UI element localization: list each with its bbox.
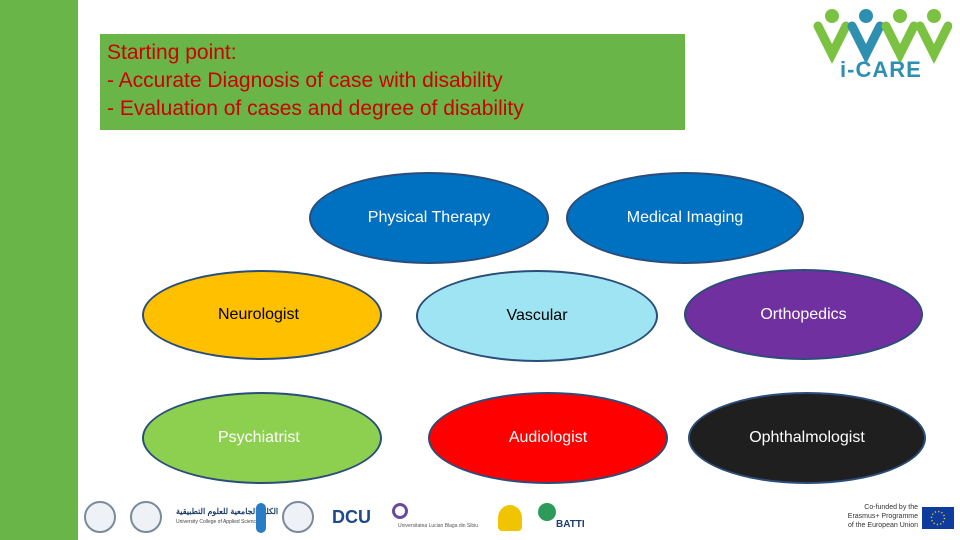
partner-university-name: Universitatea Lucian Blaga din Sibiu	[398, 523, 479, 529]
node-psychiatrist-label: Psychiatrist	[218, 429, 300, 446]
eu-flag-icon	[922, 507, 954, 529]
starting-point-box: Starting point: - Accurate Diagnosis of …	[100, 34, 685, 130]
partner-seal-logo-1	[84, 501, 116, 533]
i-care-logo	[813, 9, 952, 65]
node-medical-imaging-label: Medical Imaging	[626, 209, 744, 226]
node-audiologist-label: Audiologist	[508, 429, 588, 446]
node-ophthalmologist: Ophthalmologist	[688, 392, 926, 484]
node-orthopedics: Orthopedics	[684, 269, 923, 360]
starting-point-item-evaluation: - Evaluation of cases and degree of disa…	[107, 97, 524, 120]
batti-logo-text: BATTI	[556, 519, 585, 530]
i-care-logo-text: i-CARE	[840, 57, 922, 82]
node-vascular-label: Vascular	[506, 307, 568, 324]
node-orthopedics-label: Orthopedics	[760, 305, 847, 323]
dcu-logo: DCU	[332, 507, 371, 527]
node-medical-imaging: Medical Imaging	[566, 172, 804, 264]
node-physical-therapy-label: Physical Therapy	[367, 209, 491, 226]
partner-logo-ring	[392, 503, 408, 519]
node-ophthalmologist-label: Ophthalmologist	[749, 429, 865, 446]
left-accent-bar	[0, 0, 78, 540]
partner-seal-logo-3	[282, 501, 314, 533]
node-neurologist-label: Neurologist	[218, 306, 299, 323]
ucas-arabic-name: الكلية الجامعية للعلوم التطبيقية	[176, 507, 279, 516]
node-vascular: Vascular	[416, 270, 658, 362]
node-audiologist: Audiologist	[428, 392, 668, 484]
batti-logo-mark	[538, 503, 556, 521]
starting-point-item-diagnosis: - Accurate Diagnosis of case with disabi…	[107, 69, 503, 92]
partner-logo-yellow	[498, 505, 522, 531]
starting-point-title: Starting point:	[107, 41, 237, 64]
node-psychiatrist: Psychiatrist	[142, 392, 382, 484]
eu-funding-text: Co-funded by the Erasmus+ Programme of t…	[847, 504, 918, 529]
partner-logos-footer: الكلية الجامعية للعلوم التطبيقية Univers…	[0, 495, 960, 540]
node-physical-therapy: Physical Therapy	[309, 172, 549, 264]
ucas-logo-mark	[256, 503, 266, 533]
node-neurologist: Neurologist	[142, 270, 382, 360]
ucas-english-name: University College of Applied Sciences	[176, 519, 262, 525]
partner-seal-logo-2	[130, 501, 162, 533]
